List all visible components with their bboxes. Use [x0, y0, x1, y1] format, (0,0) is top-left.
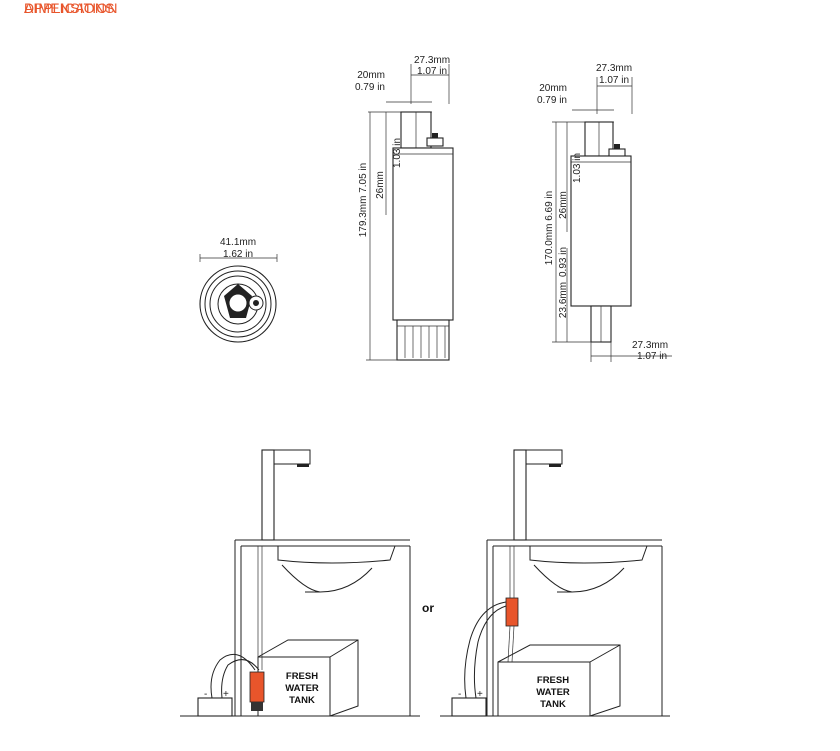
sv1-top-mm: 26mm [375, 171, 386, 199]
tank-right-line-2: WATER [536, 687, 570, 698]
top-view-width-in: 1.62 in [223, 249, 253, 260]
sv2-bottom-in: 0.93 in [558, 247, 569, 277]
side-view-1: 27.3mm 1.07 in 20mm 0.79 in 179.3mm 7.05… [355, 55, 454, 361]
tank-left-line-1: FRESH [286, 671, 318, 682]
side-view-2: 27.3mm 1.07 in 20mm 0.79 in 170.0mm 6.69… [537, 63, 672, 362]
pump-right [505, 597, 519, 627]
tank-left-line-3: TANK [289, 695, 315, 706]
sv2-neck-in: 0.79 in [537, 95, 567, 106]
sv1-neck-in: 0.79 in [355, 82, 385, 93]
sv2-top-in: 1.03 in [572, 153, 583, 183]
sv1-top-in: 1.03 in [392, 138, 403, 168]
sv2-neck-mm: 20mm [539, 83, 567, 94]
sv1-outlet-mm: 27.3mm [414, 55, 450, 66]
tank-right-line-1: FRESH [537, 675, 569, 686]
battery-right-plus: + [477, 689, 483, 700]
sv2-height-mm: 170.0mm [544, 224, 555, 266]
battery-left-minus: - [204, 689, 207, 700]
pump-left [249, 671, 265, 703]
sv1-height-in: 7.05 in [358, 163, 369, 193]
sv1-neck-mm: 20mm [357, 70, 385, 81]
sv2-top-mm: 26mm [558, 191, 569, 219]
application-left: FRESH WATER TANK - + [180, 449, 420, 717]
sv1-height-label: 179.3mm 7.05 in [358, 163, 369, 238]
sv2-inlet-mm: 27.3mm [632, 340, 668, 351]
top-view: 41.1mm 1.62 in [199, 237, 278, 343]
sv2-inlet-in: 1.07 in [637, 351, 667, 362]
application-right: FRESH WATER TANK - + [440, 449, 670, 717]
sv2-outlet-mm: 27.3mm [596, 63, 632, 74]
battery-left-plus: + [223, 689, 229, 700]
sv1-outlet-in: 1.07 in [417, 66, 447, 77]
application-title: APPLICATION [24, 0, 118, 16]
tank-left-line-2: WATER [285, 683, 319, 694]
sv2-outlet-in: 1.07 in [599, 75, 629, 86]
sv2-height-label: 170.0mm 6.69 in [544, 191, 555, 266]
or-label: or [422, 601, 434, 615]
top-view-width-mm: 41.1mm [220, 237, 256, 248]
dimensions-title: DIMENSIONS [24, 0, 115, 16]
sv2-bottom-mm: 23.6mm [558, 282, 569, 318]
battery-right-minus: - [458, 689, 461, 700]
sv2-height-in: 6.69 in [544, 191, 555, 221]
sv1-height-mm: 179.3mm [358, 196, 369, 238]
tank-right-line-3: TANK [540, 699, 566, 710]
